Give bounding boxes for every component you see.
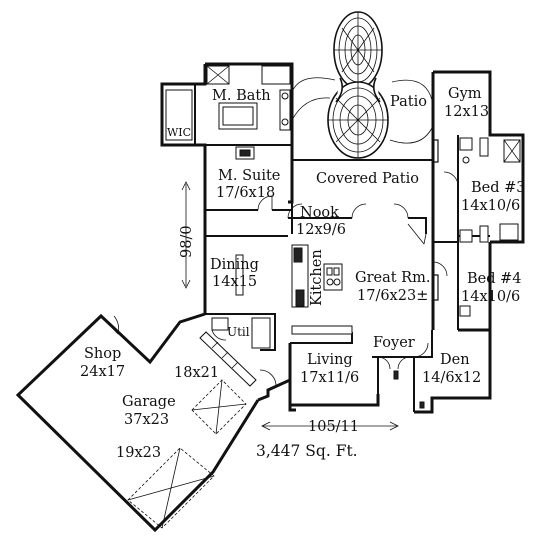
patio-curve-left-lower xyxy=(291,97,331,121)
shop-size: 24x17 xyxy=(80,364,125,380)
bed4-size: 14x10/6 xyxy=(461,289,520,305)
bed3-label: Bed #3 xyxy=(471,180,526,196)
total-area: 3,447 Sq. Ft. xyxy=(256,442,358,460)
bed4-label: Bed #4 xyxy=(467,271,522,287)
garage-doors xyxy=(127,379,247,529)
garage-bay-right-size: 19x23 xyxy=(116,445,161,461)
m-suite-label: M. Suite xyxy=(218,168,280,184)
room-labels: M. Bath WIC M. Suite 17/6x18 Covered Pat… xyxy=(80,86,526,461)
great-rm-label: Great Rm. xyxy=(355,270,430,286)
width-dimension: 105/11 xyxy=(308,419,359,435)
pool xyxy=(327,11,389,159)
den-label: Den xyxy=(440,352,470,368)
living-size: 17x11/6 xyxy=(300,370,359,386)
patio-curve-right-lower xyxy=(389,127,433,144)
patio-curve-right xyxy=(391,79,433,101)
kitchen-label: Kitchen xyxy=(309,249,325,306)
great-rm-size: 17/6x23± xyxy=(357,288,428,304)
foyer-label: Foyer xyxy=(373,335,415,351)
patio-label: Patio xyxy=(390,94,427,110)
gym-label: Gym xyxy=(448,86,482,102)
den-size: 14/6x12 xyxy=(422,370,481,386)
exterior-walls xyxy=(15,62,525,533)
covered-patio-label: Covered Patio xyxy=(316,171,419,187)
interior-walls xyxy=(194,84,490,412)
m-bath-label: M. Bath xyxy=(212,88,271,104)
bed3-size: 14x10/6 xyxy=(461,198,520,214)
doors xyxy=(100,139,459,387)
gym-size: 12x13 xyxy=(444,104,489,120)
patio-curve-left xyxy=(291,77,336,93)
wic-label: WIC xyxy=(167,126,191,139)
dining-label: Dining xyxy=(210,257,259,273)
fixtures xyxy=(165,65,521,409)
living-label: Living xyxy=(307,352,353,368)
nook-size: 12x9/6 xyxy=(296,222,346,238)
shop-label: Shop xyxy=(84,346,121,362)
dimension-lines xyxy=(181,181,399,431)
m-suite-size: 17/6x18 xyxy=(216,185,275,201)
depth-dimension: 98/0 xyxy=(179,225,195,258)
garage-label: Garage xyxy=(122,394,176,410)
garage-bay-left-size: 18x21 xyxy=(174,365,219,381)
garage-size: 37x23 xyxy=(124,412,169,428)
nook-label: Nook xyxy=(300,205,339,221)
dining-size: 14x15 xyxy=(212,274,257,290)
util-label: Util xyxy=(227,325,250,339)
